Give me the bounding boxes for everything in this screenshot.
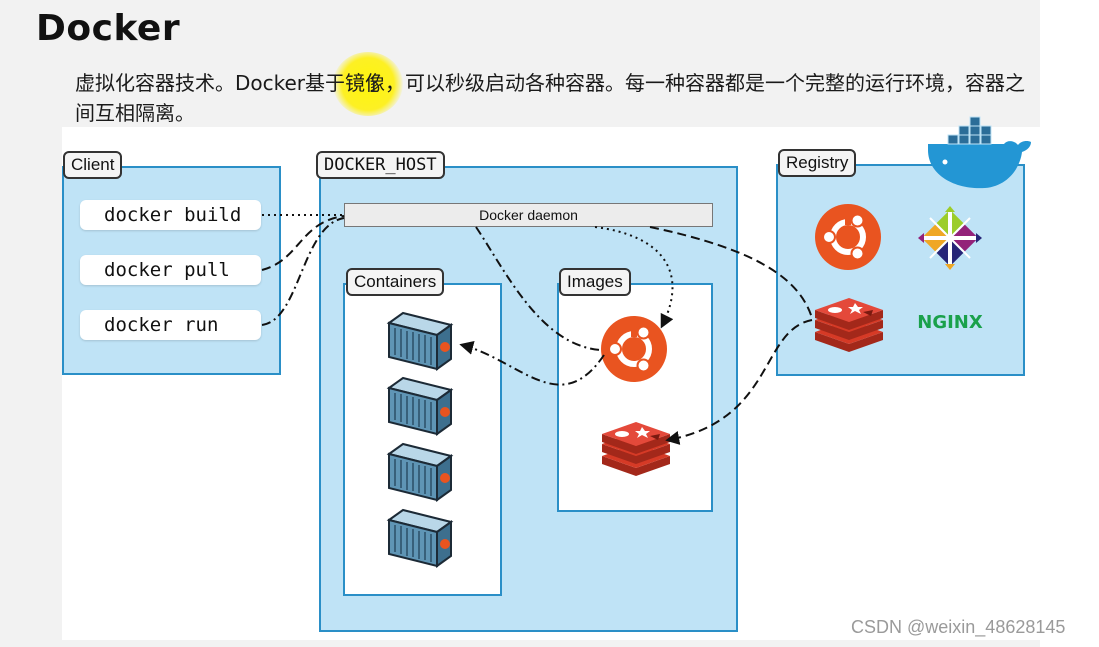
shipping-container-icon [388,509,452,567]
pull-connector [261,215,345,271]
docker-pull-command[interactable]: docker pull [80,255,261,285]
registry-to-image-connector [665,319,813,445]
docker-build-command[interactable]: docker build [80,200,261,230]
shipping-container-icon [388,377,452,435]
nginx-logo-icon: NGINX [917,312,983,333]
images-label: Images [559,268,631,296]
daemon-to-image-connector [594,226,674,329]
run-container-connector [462,226,605,386]
shipping-container-icon [388,443,452,501]
cursor-highlight [333,52,403,116]
docker-daemon-bar: Docker daemon [344,203,713,227]
client-label: Client [63,151,123,179]
daemon-to-registry-connector [649,226,813,319]
redis-logo-icon [602,422,670,476]
containers-label: Containers [346,268,445,296]
slide-subtitle: 虚拟化容器技术。Docker基于镜像，可以秒级启动各种容器。每一种容器都是一个完… [75,71,1026,125]
docker-host-label: DOCKER_HOST [316,151,445,179]
centos-logo-icon [918,206,982,270]
ubuntu-logo-icon [815,204,881,270]
docker-whale-icon [928,116,1031,189]
csdn-watermark: CSDN @weixin_48628145 [851,617,1066,637]
redis-logo-icon [815,298,883,352]
registry-label: Registry [778,149,857,177]
run-connector [261,217,345,326]
ubuntu-logo-icon [601,316,667,382]
docker-run-command[interactable]: docker run [80,310,261,340]
text-cursor-icon: I [369,77,379,96]
shipping-container-icon [388,312,452,370]
slide-title: Docker [36,8,181,49]
